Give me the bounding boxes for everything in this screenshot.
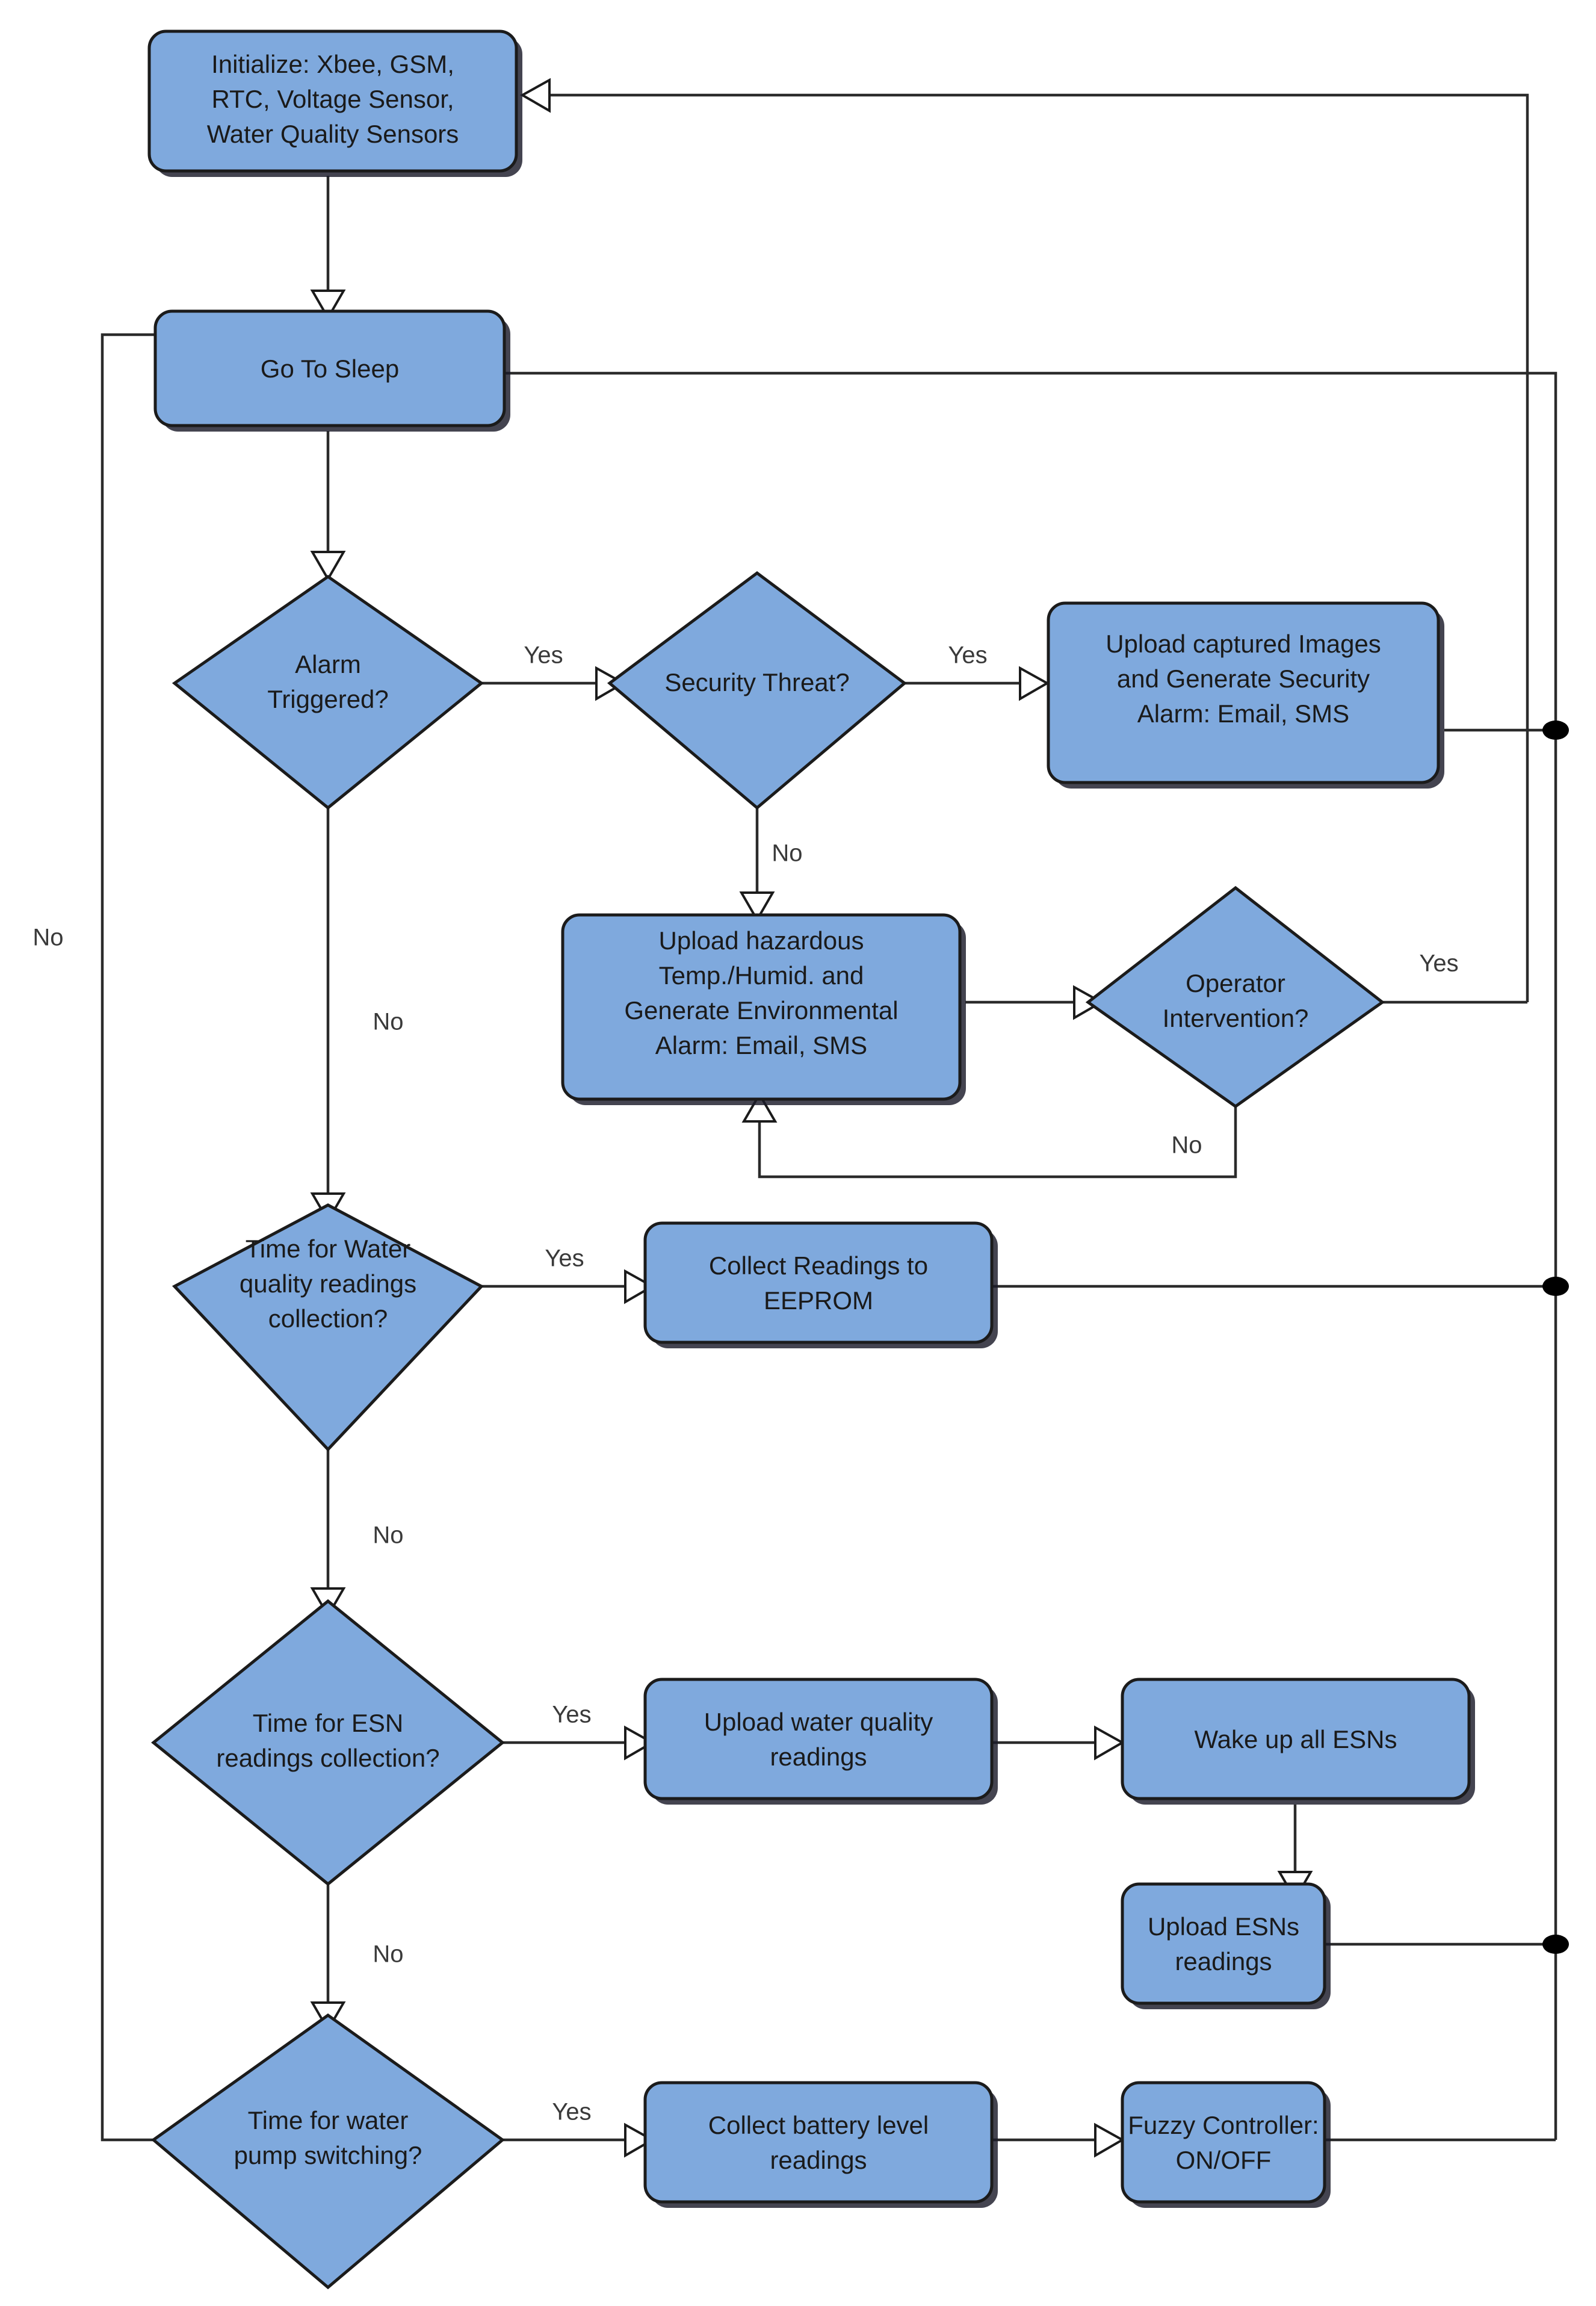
edge-label-layer: Yes No Yes No Yes No Yes No Yes No Yes N… (32, 642, 1458, 2125)
node-upload-env-line-2: Temp./Humid. and (659, 961, 864, 990)
node-wake-esns-label: Wake up all ESNs (1195, 1725, 1397, 1753)
node-security-threat[interactable]: Security Threat? (607, 571, 908, 810)
arrowhead-battery-to-fuzzy (1094, 2122, 1125, 2158)
node-upload-esns-line-1: Upload ESNs (1148, 1912, 1299, 1941)
edge-label-security-no: No (772, 840, 802, 867)
node-battery-line-2: readings (770, 2146, 867, 2174)
node-upload-env-line-4: Alarm: Email, SMS (655, 1031, 867, 1059)
node-waterq-line-2: quality readings (240, 1269, 416, 1298)
node-security-threat-label: Security Threat? (664, 668, 849, 696)
node-upload-security[interactable]: Upload captured Images and Generate Secu… (1047, 601, 1444, 789)
node-operator-line-2: Intervention? (1163, 1004, 1309, 1032)
node-upload-security-line-2: and Generate Security (1117, 665, 1370, 693)
node-battery-line-1: Collect battery level (708, 2111, 929, 2139)
node-layer: Initialize: Xbee, GSM, RTC, Voltage Sens… (147, 29, 1475, 2290)
arrowhead-waterq-yes (624, 1269, 655, 1304)
node-eeprom-line-2: EEPROM (764, 1286, 873, 1315)
arrowhead-inner-rail-to-initialize (519, 78, 551, 113)
node-fuzzy-line-1: Fuzzy Controller: (1128, 2111, 1319, 2139)
node-go-to-sleep-label: Go To Sleep (261, 355, 399, 383)
node-upload-environmental[interactable]: Upload hazardous Temp./Humid. and Genera… (561, 913, 966, 1105)
node-upload-wq-line-2: readings (770, 1743, 867, 1771)
edge-right-outer-rail (468, 371, 1557, 2140)
edge-label-alarm-yes: Yes (524, 642, 563, 669)
arrowhead-to-alarm (310, 551, 346, 581)
junction-dot-security (1542, 721, 1569, 740)
edge-label-security-yes: Yes (948, 642, 987, 669)
node-upload-water-quality[interactable]: Upload water quality readings (643, 1678, 998, 1805)
edge-label-pump-no: No (32, 925, 63, 951)
node-eeprom-line-1: Collect Readings to (709, 1251, 928, 1280)
edge-right-inner-rail (536, 93, 1529, 1002)
node-time-water-quality[interactable]: Time for Water quality readings collecti… (172, 1203, 484, 1452)
arrowhead-esn-yes (624, 1725, 655, 1761)
node-initialize-line-2: RTC, Voltage Sensor, (211, 85, 454, 113)
node-wake-esns[interactable]: Wake up all ESNs (1121, 1678, 1475, 1805)
arrowhead-to-sleep (310, 290, 346, 320)
node-time-esn[interactable]: Time for ESN readings collection? (151, 1599, 505, 1886)
arrowhead-pump-yes (624, 2122, 655, 2158)
node-upload-esns-line-2: readings (1175, 1947, 1272, 1976)
node-upload-esns[interactable]: Upload ESNs readings (1121, 1882, 1331, 2009)
edge-left-return-rail (101, 333, 200, 2142)
node-initialize[interactable]: Initialize: Xbee, GSM, RTC, Voltage Sens… (147, 29, 522, 177)
node-upload-security-line-1: Upload captured Images (1106, 630, 1381, 658)
node-upload-env-line-1: Upload hazardous (659, 926, 864, 955)
edge-label-operator-no: No (1171, 1132, 1202, 1159)
edge-label-esn-no: No (373, 1941, 403, 1968)
junction-dot-eeprom (1542, 1277, 1569, 1296)
node-upload-wq-line-1: Upload water quality (704, 1708, 933, 1736)
node-time-pump[interactable]: Time for water pump switching? (150, 2013, 506, 2290)
node-esn-line-1: Time for ESN (253, 1709, 403, 1737)
node-pump-line-2: pump switching? (234, 2141, 422, 2169)
arrowhead-uploadwq-to-wake (1094, 1725, 1125, 1761)
arrowhead-security-yes (1019, 666, 1050, 701)
arrowhead-operator-no-loop (741, 1092, 778, 1123)
node-esn-line-2: readings collection? (216, 1744, 439, 1772)
edge-label-waterq-no: No (373, 1522, 403, 1549)
node-alarm-line-2: Triggered? (267, 685, 389, 713)
node-operator-intervention[interactable]: Operator Intervention? (1085, 885, 1385, 1109)
node-waterq-line-1: Time for Water (246, 1235, 411, 1263)
junction-dot-esns (1542, 1935, 1569, 1954)
node-upload-security-line-3: Alarm: Email, SMS (1137, 699, 1349, 728)
node-collect-eeprom[interactable]: Collect Readings to EEPROM (643, 1221, 998, 1348)
node-alarm-triggered[interactable]: Alarm Triggered? (172, 574, 484, 810)
node-collect-battery[interactable]: Collect battery level readings (643, 2081, 998, 2208)
edge-label-operator-yes: Yes (1419, 950, 1458, 977)
node-go-to-sleep[interactable]: Go To Sleep (153, 309, 510, 432)
edge-label-waterq-yes: Yes (545, 1245, 584, 1272)
node-initialize-line-1: Initialize: Xbee, GSM, (211, 50, 454, 78)
node-waterq-line-3: collection? (268, 1304, 388, 1333)
node-operator-line-1: Operator (1186, 969, 1285, 997)
node-fuzzy-line-2: ON/OFF (1176, 2146, 1272, 2174)
node-upload-env-line-3: Generate Environmental (624, 996, 898, 1024)
node-pump-line-1: Time for water (248, 2106, 409, 2134)
edge-label-pump-yes: Yes (552, 2099, 591, 2125)
node-fuzzy-controller[interactable]: Fuzzy Controller: ON/OFF (1121, 2081, 1331, 2208)
node-alarm-line-1: Alarm (295, 650, 361, 678)
arrowhead-security-no (739, 891, 775, 922)
edge-label-esn-yes: Yes (552, 1702, 591, 1728)
edge-operator-no (758, 1099, 1237, 1179)
edge-label-alarm-no: No (373, 1009, 403, 1035)
node-initialize-line-3: Water Quality Sensors (207, 120, 459, 148)
